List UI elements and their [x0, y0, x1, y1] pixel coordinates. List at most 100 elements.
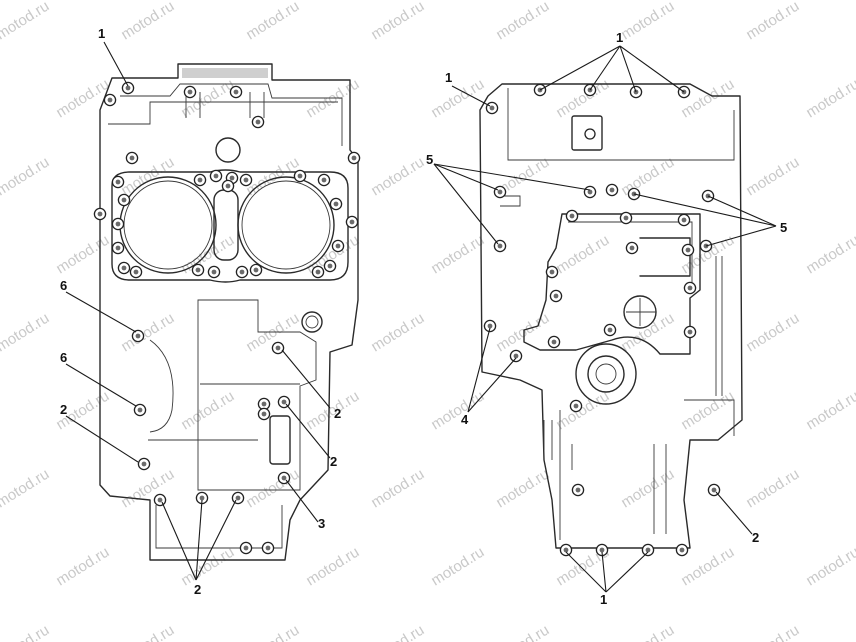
- watermark-text: motod.ru: [53, 76, 112, 122]
- bolt-icon: [683, 281, 697, 295]
- callout-right-1-top: 1: [616, 30, 623, 45]
- leader-line: [451, 85, 491, 107]
- watermark-text: motod.ru: [428, 388, 487, 434]
- leader-line: [281, 349, 331, 409]
- bolt-icon: [323, 259, 337, 273]
- watermark-text: motod.ru: [743, 154, 802, 200]
- watermark-text: motod.ru: [493, 310, 552, 356]
- watermark-text: motod.ru: [553, 388, 612, 434]
- bolt-icon: [641, 543, 655, 557]
- bolt-icon: [675, 543, 689, 557]
- leader-line: [605, 551, 649, 593]
- bolt-icon: [545, 265, 559, 279]
- bolt-icon: [111, 175, 125, 189]
- bolt-icon: [209, 169, 223, 183]
- watermark-text: motod.ru: [303, 544, 362, 590]
- bolt-icon: [559, 543, 573, 557]
- callout-labels: 1 6 6 2 2 2 3 2 1 1 5 5 4 2 1: [60, 26, 787, 607]
- watermark-text: motod.ru: [118, 0, 177, 43]
- watermark-text: motod.ru: [368, 310, 427, 356]
- watermark-text: motod.ru: [493, 466, 552, 512]
- bolt-icon: [229, 85, 243, 99]
- watermark-text: motod.ru: [743, 466, 802, 512]
- watermark-text: motod.ru: [618, 154, 677, 200]
- callout-left-6b: 6: [60, 350, 67, 365]
- bolt-icon: [603, 323, 617, 337]
- bolt-icon: [129, 265, 143, 279]
- bolt-icon: [485, 101, 499, 115]
- bolt-icon: [549, 289, 563, 303]
- watermark-text: motod.ru: [178, 76, 237, 122]
- bolt-icon: [207, 265, 221, 279]
- leader-line: [467, 357, 517, 413]
- watermark-text: motod.ru: [53, 544, 112, 590]
- callout-left-2-right-b: 2: [330, 454, 337, 469]
- bolt-icon: [221, 179, 235, 193]
- leader-line: [633, 193, 777, 227]
- leader-line: [161, 501, 197, 581]
- leader-line: [705, 225, 777, 247]
- bolt-icon: [249, 263, 263, 277]
- bolt-icon: [317, 173, 331, 187]
- leader-line-layer: [65, 41, 777, 593]
- bolt-icon: [347, 151, 361, 165]
- bolt-icon: [257, 397, 271, 411]
- leader-line: [103, 41, 129, 87]
- bolt-icon: [231, 491, 245, 505]
- watermark-text: motod.ru: [368, 622, 427, 642]
- bolt-icon: [93, 207, 107, 221]
- bolt-icon: [191, 263, 205, 277]
- watermark-text: motod.ru: [618, 0, 677, 43]
- callout-right-4: 4: [461, 412, 469, 427]
- bolt-icon: [193, 173, 207, 187]
- bolt-icon: [117, 193, 131, 207]
- watermark-text: motod.ru: [118, 622, 177, 642]
- leader-line: [715, 491, 753, 535]
- bolt-icon: [329, 197, 343, 211]
- watermark-text: motod.ru: [428, 76, 487, 122]
- leader-line: [65, 363, 137, 407]
- watermark-text: motod.ru: [178, 232, 237, 278]
- leader-line: [195, 499, 203, 581]
- callout-left-3: 3: [318, 516, 325, 531]
- bolt-icon: [605, 183, 619, 197]
- watermark-text: motod.ru: [368, 154, 427, 200]
- watermark-text: motod.ru: [743, 310, 802, 356]
- bolt-icon: [153, 493, 167, 507]
- leader-line: [285, 479, 319, 523]
- bolt-icon: [565, 209, 579, 223]
- leader-line: [619, 45, 637, 93]
- bolt-icon: [125, 151, 139, 165]
- watermark-text: motod.ru: [178, 544, 237, 590]
- bolt-icon: [583, 185, 597, 199]
- callout-right-1-left: 1: [445, 70, 452, 85]
- watermark-text: motod.ru: [803, 76, 856, 122]
- bolt-icon: [331, 239, 345, 253]
- bolt-icon: [681, 243, 695, 257]
- watermark-text: motod.ru: [303, 76, 362, 122]
- bolt-icon: [547, 335, 561, 349]
- watermark-text: motod.ru: [53, 232, 112, 278]
- leader-line: [433, 163, 591, 191]
- watermark-text: motod.ru: [178, 388, 237, 434]
- right-crankcase-half: [479, 83, 743, 549]
- bolt-icon: [569, 399, 583, 413]
- watermark-text: motod.ru: [243, 0, 302, 43]
- callout-left-top: 1: [98, 26, 105, 41]
- bolt-icon: [137, 457, 151, 471]
- callout-right-5-left: 5: [426, 152, 433, 167]
- callout-right-5-right: 5: [780, 220, 787, 235]
- leader-line: [65, 291, 137, 333]
- watermark-text: motod.ru: [803, 544, 856, 590]
- callout-right-1-bottom: 1: [600, 592, 607, 607]
- watermark-text: motod.ru: [493, 622, 552, 642]
- leader-line: [433, 163, 499, 245]
- bolt-icon: [257, 407, 271, 421]
- leader-line: [619, 45, 685, 93]
- bolt-icon: [103, 93, 117, 107]
- bolt-icon: [121, 81, 135, 95]
- watermark-text: motod.ru: [118, 310, 177, 356]
- bolt-icon: [293, 169, 307, 183]
- leader-line: [195, 499, 237, 581]
- bolt-icon: [311, 265, 325, 279]
